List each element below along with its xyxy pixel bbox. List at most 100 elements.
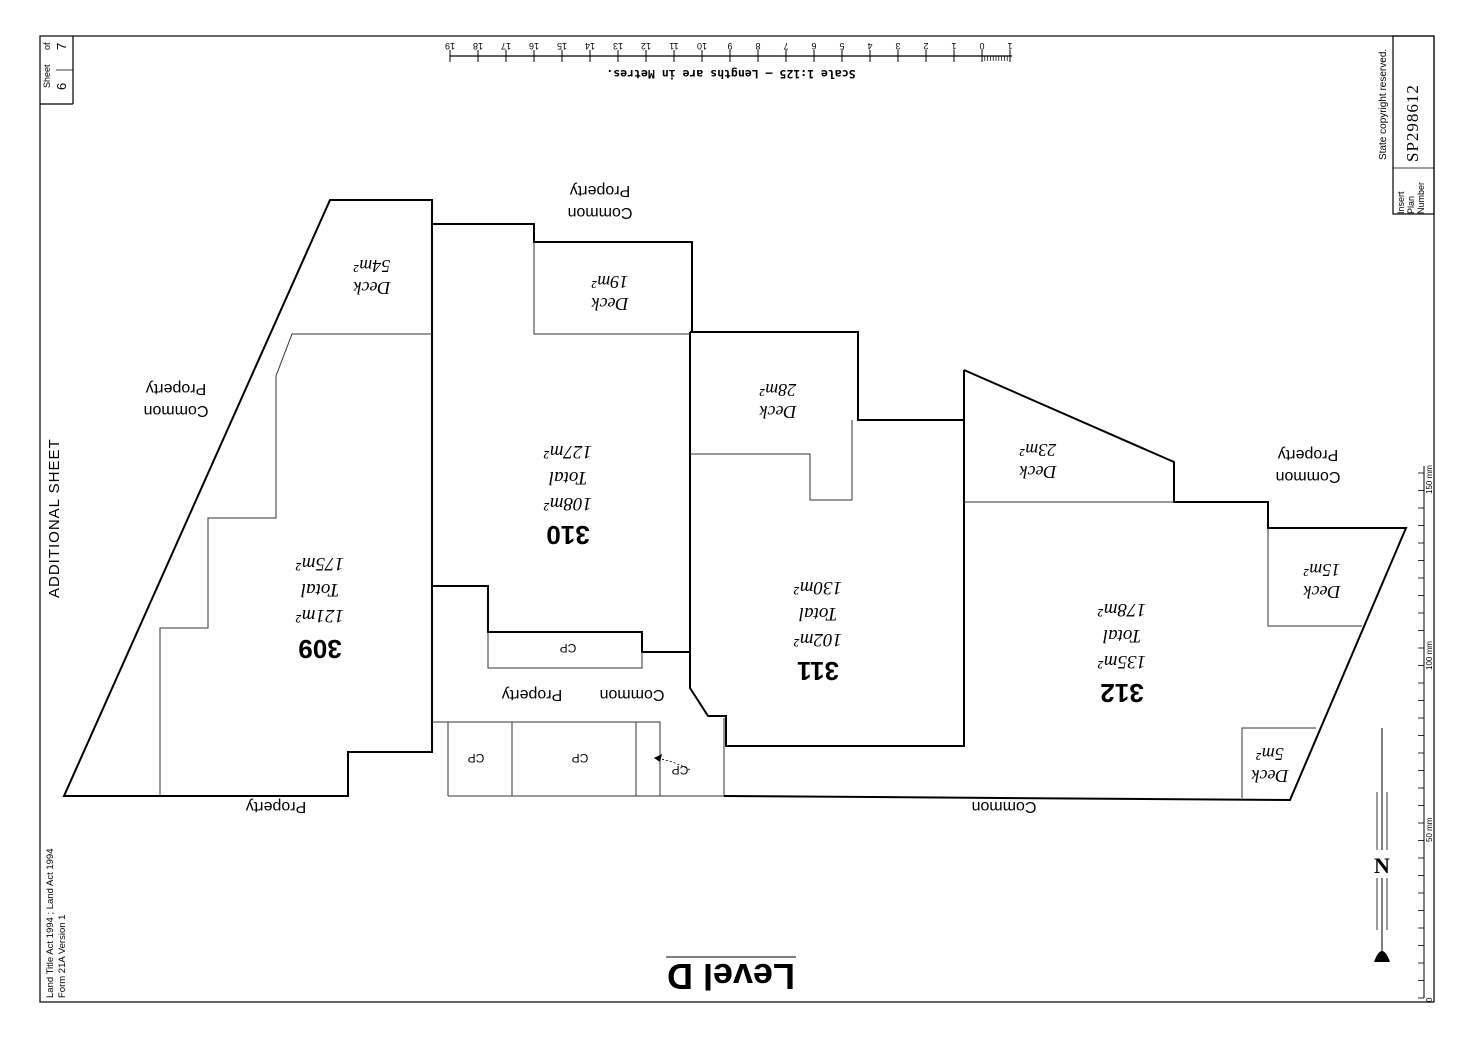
cp-top-word-1: Common <box>568 204 633 221</box>
common-property-middle: Common Property <box>502 686 665 703</box>
scale-tick-label: 1 <box>1007 41 1012 51</box>
lot-312-total-area: 178m² <box>1098 599 1146 620</box>
scale-text: Scale 1:125 – Lengths are in Metres. <box>606 67 855 81</box>
cp-right-word-2: Property <box>1278 446 1338 463</box>
legal-line-2: Form 21A Version 1 <box>57 915 68 998</box>
scale-minor-ticks <box>984 56 1008 61</box>
lot-309-boundary <box>62 199 433 797</box>
north-label: N <box>1374 853 1390 878</box>
lot-309-label: 309 121m² Total 175m² <box>296 553 344 664</box>
cp-label-block-1: CP <box>468 751 485 765</box>
insert-label: Insert <box>1396 191 1406 214</box>
legal-text: Land Title Act 1994 ; Land Act 1994 Form… <box>45 849 68 998</box>
sheet-number: 6 <box>54 83 69 90</box>
scale-tick-label: 8 <box>755 41 760 51</box>
deck-54-label: Deck <box>353 278 392 298</box>
lot-310-total-area: 127m² <box>544 441 592 462</box>
level-title: Level D <box>667 956 795 997</box>
north-arrow: N <box>1372 728 1392 962</box>
deck-5: Deck 5m² <box>1251 744 1290 786</box>
ruler-mark-100: 100 mm <box>1425 641 1434 670</box>
deck-54-area: 54m² <box>353 256 390 276</box>
cp-top-word-2: Property <box>570 182 630 199</box>
scale-tick-label: 13 <box>613 41 623 51</box>
north-arrow-label-bg <box>1372 850 1392 878</box>
copyright-notice: State copyright reserved. <box>1378 49 1389 160</box>
scale-tick-label: 0 <box>979 41 984 51</box>
ruler-mark-50: 50 mm <box>1425 817 1434 842</box>
lot-312-boundary <box>723 369 1408 802</box>
of-label: of <box>42 42 52 50</box>
lot-312-total-label: Total <box>1103 625 1141 646</box>
lot-311-number: 311 <box>797 656 839 686</box>
deck-23-label: Deck <box>1019 462 1058 482</box>
deck-19-area: 19m² <box>591 272 628 292</box>
sheet-border <box>39 35 1435 1003</box>
scale-tick-label: 6 <box>811 41 816 51</box>
cp-middle-word-2: Property <box>502 686 562 703</box>
lot-310-number: 310 <box>546 520 589 550</box>
sheet-label: Sheet <box>42 64 52 88</box>
deck-19: Deck 19m² <box>591 272 630 314</box>
number-label: Number <box>1416 182 1426 214</box>
lot-312-main-area: 135m² <box>1098 651 1146 672</box>
scale-tick-label: 14 <box>585 41 595 51</box>
total-sheets: 7 <box>54 43 69 50</box>
cp-left-word-1: Common <box>144 402 209 419</box>
lot-311-boundary <box>689 331 965 747</box>
deck-15-line <box>1267 528 1362 627</box>
deck-28: Deck 28m² <box>759 380 798 422</box>
lot-311-total-label: Total <box>799 603 837 624</box>
plan-number-box <box>1392 35 1435 215</box>
cp-strip-outline <box>487 632 643 669</box>
lot-309-total-label: Total <box>301 579 339 600</box>
mm-ruler-ticks <box>1418 472 1424 999</box>
scale-tick-label: 2 <box>923 41 928 51</box>
lot-312-label: 312 135m² Total 178m² <box>1098 599 1146 708</box>
cp-label-block-3: CP <box>672 763 689 777</box>
common-bottom-right: Common <box>972 798 1037 815</box>
cp-middle-word-1: Common <box>600 686 665 703</box>
cp-label-block-2: CP <box>572 751 589 765</box>
scale-tick-label: 16 <box>529 41 539 51</box>
scale-tick-label: 19 <box>445 41 455 51</box>
scale-tick-label: 9 <box>727 41 732 51</box>
scale-tick-label: 10 <box>697 41 707 51</box>
deck-23-area: 23m² <box>1019 440 1056 460</box>
scale-tick-label: 1 <box>951 41 956 51</box>
ruler-mark-150: 150 mm <box>1425 465 1434 494</box>
mm-ruler: 150 mm 100 mm 50 mm 0 <box>1418 465 1434 1002</box>
lot-309-total-area: 175m² <box>296 553 344 574</box>
scale-tick-label: 5 <box>839 41 844 51</box>
scale-tick-label: 11 <box>669 41 678 51</box>
cp-left-word-2: Property <box>146 380 206 397</box>
property-bottom-left: Property <box>246 798 306 815</box>
scale-tick-label: 4 <box>867 41 872 51</box>
cp-label-strip: CP <box>560 641 577 655</box>
lot-309-inner-line <box>159 333 432 796</box>
lot-311-total-area: 130m² <box>794 577 842 598</box>
lot-310-boundary-bottom <box>432 585 690 653</box>
deck-28-line <box>690 420 853 501</box>
deck-19-label: Deck <box>591 294 630 314</box>
plan-number: SP298612 <box>1403 84 1422 162</box>
deck-5-area: 5m² <box>1256 744 1284 764</box>
ruler-mark-0: 0 <box>1425 997 1434 1002</box>
additional-sheet-title: ADDITIONAL SHEET <box>46 438 63 598</box>
cp-pointer-arrowhead <box>654 754 662 762</box>
lot-312-number: 312 <box>1100 678 1143 708</box>
sheet-box: Sheet 6 of 7 <box>42 42 69 90</box>
cp-block-top <box>432 721 661 796</box>
deck-5-label: Deck <box>1251 766 1290 786</box>
deck-28-label: Deck <box>759 402 798 422</box>
deck-54: Deck 54m² <box>353 256 392 298</box>
plan-label: Plan <box>1406 196 1416 214</box>
scale-tick-label: 15 <box>557 41 567 51</box>
north-arrow-head <box>1374 951 1390 962</box>
plan-number-labels: Insert Plan Number <box>1396 182 1426 214</box>
common-property-right: Common Property <box>1276 446 1341 485</box>
legal-line-1: Land Title Act 1994 ; Land Act 1994 <box>45 849 56 998</box>
